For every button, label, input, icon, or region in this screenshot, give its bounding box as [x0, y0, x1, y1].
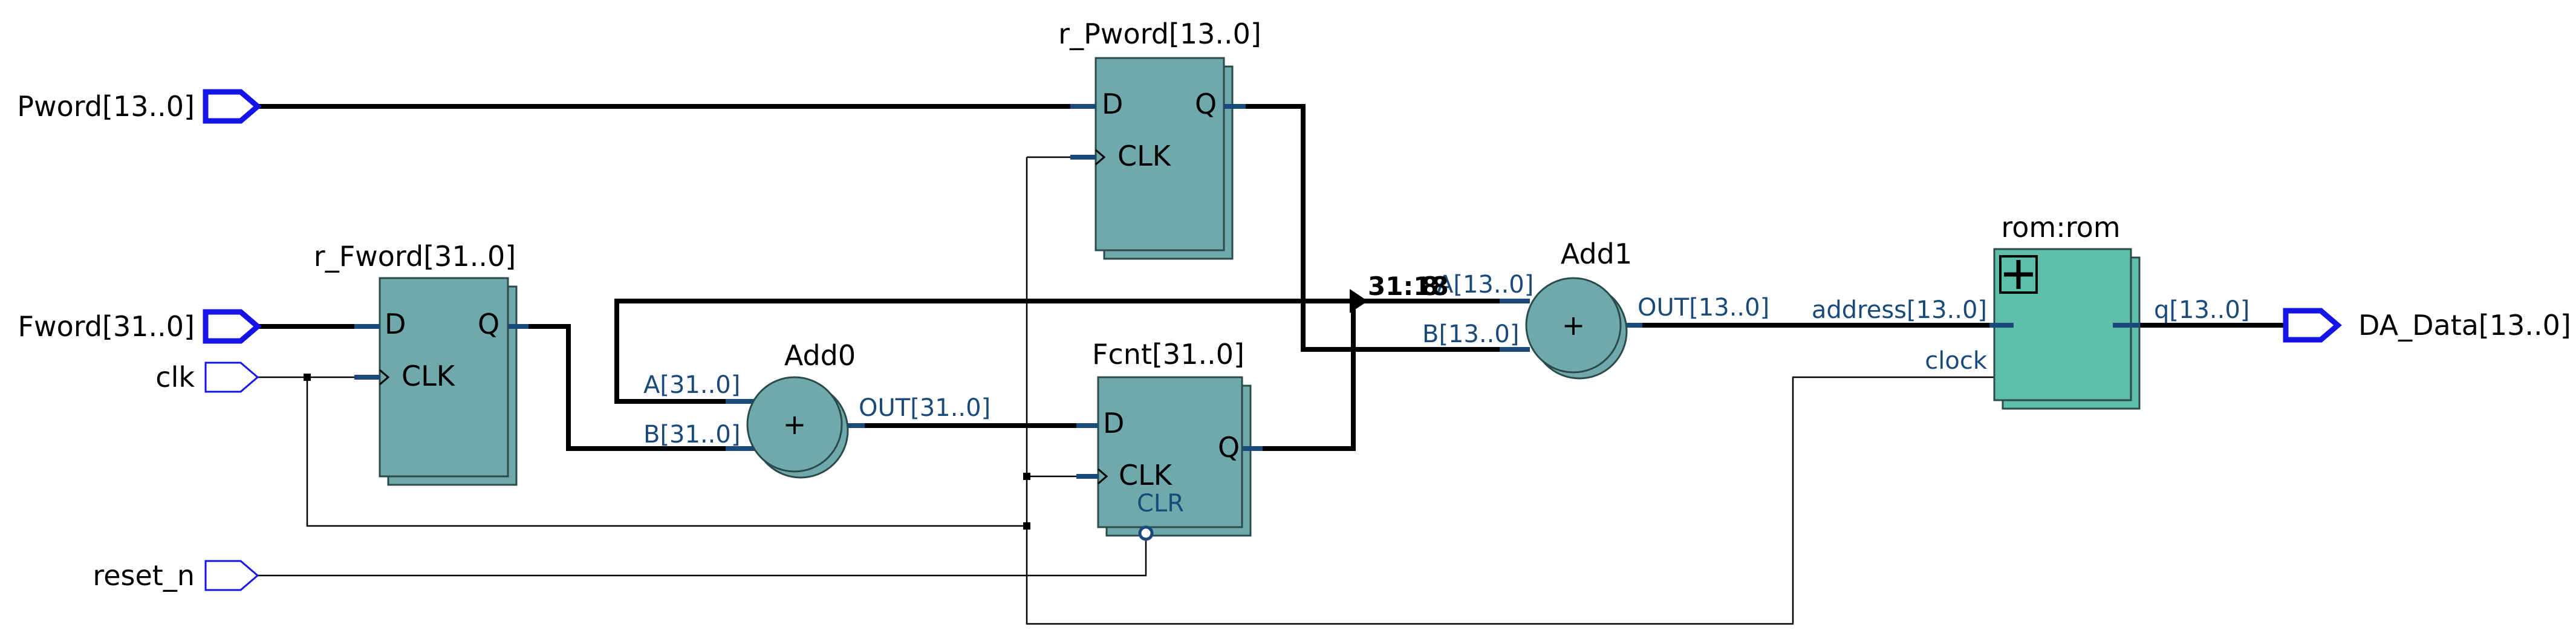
wire-clk-riser[interactable]	[1026, 157, 1994, 625]
input-port-pword[interactable]	[203, 89, 262, 124]
add1-plus-icon: +	[1562, 309, 1586, 342]
add1-b-label: B[13..0]	[1422, 320, 1519, 348]
input-port-clk[interactable]	[204, 362, 259, 393]
fcnt-clk-label: CLK	[1119, 459, 1173, 491]
block-r-fword-body	[379, 277, 509, 478]
wires	[258, 104, 2286, 625]
block-r-pword-title: r_Pword[13..0]	[1058, 18, 1261, 50]
output-ports: DA_Data[13..0]	[2283, 308, 2571, 343]
block-add0-title: Add0	[784, 339, 856, 372]
block-rom-body	[1993, 248, 2132, 401]
add0-b-label: B[31..0]	[643, 421, 740, 449]
block-fcnt-title: Fcnt[31..0]	[1092, 338, 1244, 371]
block-add1[interactable]: Add1 + A[13..0] B[13..0] OUT[13..0]	[1422, 238, 1769, 380]
bus-slice-arrow-icon	[1350, 289, 1368, 313]
input-port-fword[interactable]	[203, 309, 262, 344]
block-add1-title: Add1	[1561, 238, 1632, 270]
block-fcnt[interactable]: Fcnt[31..0] D CLK Q CLR	[1076, 338, 1263, 541]
wire-fcnt-q-bus[interactable]	[1251, 301, 1356, 451]
block-rom-title: rom:rom	[2001, 211, 2120, 244]
fcnt-clr-inverter-icon	[1138, 525, 1154, 541]
add0-a-label: A[31..0]	[643, 371, 740, 399]
block-add0[interactable]: Add0 + A[31..0] B[31..0] OUT[31..0]	[643, 339, 990, 479]
rom-q-label: q[13..0]	[2154, 296, 2249, 324]
fcnt-clr-label: CLR	[1137, 490, 1184, 517]
fcnt-q-label: Q	[1218, 431, 1240, 464]
input-label-fword: Fword[31..0]	[18, 310, 195, 343]
r-pword-d-label: D	[1102, 88, 1123, 120]
add0-plus-icon: +	[783, 408, 807, 441]
output-port-da-data[interactable]	[2283, 308, 2342, 343]
r-pword-q-label: Q	[1195, 88, 1217, 120]
rom-clock-label: clock	[1925, 347, 1988, 375]
add0-out-label: OUT[31..0]	[859, 394, 990, 422]
output-label-da-data: DA_Data[13..0]	[2358, 309, 2571, 342]
input-label-pword: Pword[13..0]	[17, 90, 195, 123]
r-pword-clk-triangle-icon	[1095, 149, 1106, 166]
input-port-reset-n[interactable]	[204, 560, 259, 591]
wire-reset-n[interactable]	[258, 537, 1147, 577]
junction-clk-fcnt	[1023, 473, 1030, 480]
bus-slice-overlap-label: 8	[1421, 271, 1439, 301]
block-r-fword[interactable]: r_Fword[31..0] D CLK Q	[314, 240, 529, 486]
block-r-pword-body	[1094, 57, 1225, 251]
add1-body	[1525, 277, 1622, 374]
fcnt-d-label: D	[1103, 407, 1124, 439]
wire-rfword-q-bus[interactable]	[514, 324, 747, 451]
wire-rpword-q-bus[interactable]	[1228, 104, 1524, 352]
r-fword-d-label: D	[385, 308, 406, 340]
fcnt-clk-triangle-icon	[1098, 468, 1108, 485]
block-rom[interactable]: rom:rom address[13..0] clock q[13..0]	[1812, 211, 2250, 410]
add0-body	[746, 376, 843, 473]
input-label-clk: clk	[155, 361, 195, 394]
bus-slice-label: 31:18	[1368, 271, 1449, 301]
wire-feedback-bus[interactable]	[614, 299, 1524, 404]
r-pword-clk-label: CLK	[1117, 140, 1172, 172]
block-r-pword[interactable]: r_Pword[13..0] D CLK Q	[1058, 18, 1261, 260]
input-ports: Pword[13..0] Fword[31..0] clk reset_n	[17, 89, 262, 592]
add1-a-label: A[13..0]	[1437, 271, 1534, 299]
rom-expand-plus-icon[interactable]	[1999, 255, 2038, 294]
block-r-fword-title: r_Fword[31..0]	[314, 240, 516, 273]
r-fword-q-label: Q	[478, 308, 499, 340]
block-fcnt-body	[1097, 376, 1243, 528]
rom-address-label: address[13..0]	[1812, 296, 1987, 324]
input-label-reset-n: reset_n	[93, 559, 195, 592]
add1-out-label: OUT[13..0]	[1638, 294, 1769, 322]
wire-clk-branch[interactable]	[306, 377, 1027, 527]
junction-clk-branch	[1023, 522, 1030, 530]
r-fword-clk-triangle-icon	[379, 369, 390, 386]
junction-clk	[304, 374, 311, 381]
r-fword-clk-label: CLK	[402, 360, 456, 392]
